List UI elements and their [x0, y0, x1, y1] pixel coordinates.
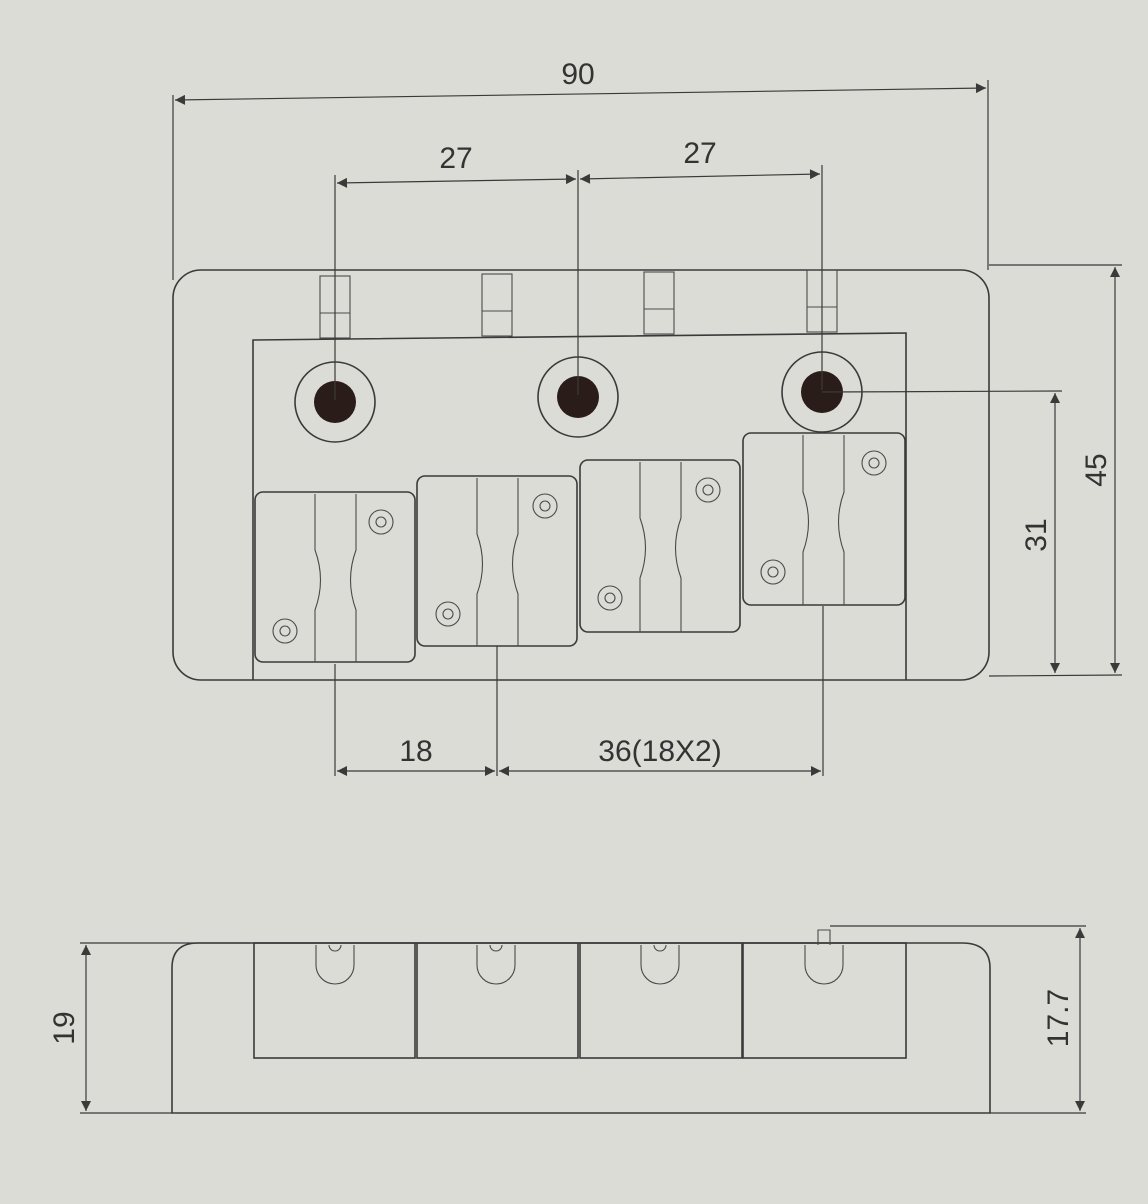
saddle-tray: [252, 332, 907, 680]
top-view: [172, 269, 990, 681]
side-view: [171, 929, 991, 1114]
dim-overall-width: 90: [561, 58, 594, 91]
dim-mount-spacing-right: 27: [683, 137, 716, 170]
dim-side-height: 19: [48, 1011, 81, 1044]
dim-string-spacing-total: 36(18X2): [598, 735, 721, 768]
dimension-lines: [172, 80, 1123, 776]
saddle-4: [742, 432, 906, 606]
base-plate: [172, 269, 990, 681]
saddle-3: [579, 459, 741, 633]
dim-saddle-height: 17.7: [1042, 989, 1075, 1047]
dim-mount-spacing-left: 27: [439, 142, 472, 175]
dim-hole-to-back: 31: [1020, 518, 1053, 551]
saddle-2: [416, 475, 578, 647]
saddle-1: [254, 491, 416, 663]
side-dimension-lines: [80, 925, 1086, 1114]
dim-overall-depth: 45: [1080, 453, 1113, 486]
dim-string-spacing: 18: [399, 735, 432, 768]
